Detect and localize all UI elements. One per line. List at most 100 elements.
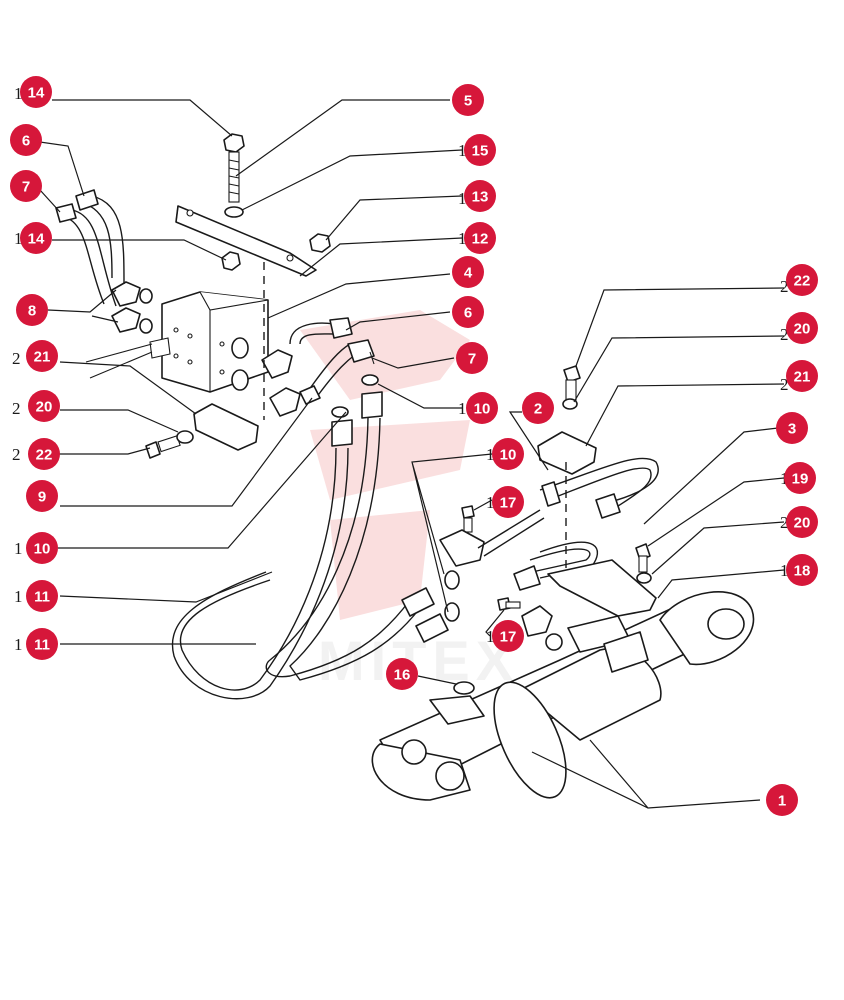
callout-badge-14: 14 <box>20 222 52 254</box>
callout-label: 7 <box>22 179 30 196</box>
callout-badge-17: 17 <box>492 620 524 652</box>
svg-text:1: 1 <box>486 445 495 464</box>
callout-label: 15 <box>472 143 489 160</box>
callout-label: 2 <box>534 401 542 418</box>
callout-badge-21: 21 <box>786 360 818 392</box>
top-nut <box>223 133 245 203</box>
callout-badge-circle <box>26 532 58 564</box>
callout-label: 22 <box>794 273 811 290</box>
callout-badge-21: 21 <box>26 340 58 372</box>
callout-label: 4 <box>464 265 473 282</box>
svg-text:1: 1 <box>486 627 495 646</box>
callout-badge-7: 7 <box>456 342 488 374</box>
callout-badge-circle <box>26 480 58 512</box>
callout-badge-1: 1 <box>766 784 798 816</box>
callout-label: 17 <box>500 629 517 646</box>
flange-8 <box>111 281 153 334</box>
callout-badge-circle <box>452 84 484 116</box>
callout-badge-circle <box>786 506 818 538</box>
callout-badge-5: 5 <box>452 84 484 116</box>
svg-text:2: 2 <box>12 445 21 464</box>
svg-text:2: 2 <box>780 325 789 344</box>
callout-badge-18: 18 <box>786 554 818 586</box>
callout-badge-circle <box>464 222 496 254</box>
callout-badge-circle <box>776 412 808 444</box>
callout-badge-16: 16 <box>386 658 418 690</box>
callout-badge-circle <box>492 620 524 652</box>
callout-badge-22: 22 <box>786 264 818 296</box>
callout-badge-15: 15 <box>464 134 496 166</box>
callout-label: 11 <box>34 589 50 606</box>
callout-badge-4: 4 <box>452 256 484 288</box>
callout-label: 9 <box>38 489 46 506</box>
callout-badge-11: 11 <box>26 580 58 612</box>
svg-text:1: 1 <box>14 229 23 248</box>
valve-block <box>149 291 269 393</box>
callout-badge-circle <box>464 180 496 212</box>
flange-lower <box>521 605 563 651</box>
callout-badge-20: 20 <box>28 390 60 422</box>
callout-label: 10 <box>474 401 491 418</box>
svg-text:1: 1 <box>458 141 467 160</box>
pipes-center <box>289 317 375 399</box>
callout-label: 14 <box>28 231 45 248</box>
bolt-9 <box>299 385 321 405</box>
callout-label: 8 <box>28 303 36 320</box>
callout-badge-circle <box>492 486 524 518</box>
valve-fittings <box>231 337 301 417</box>
callout-label: 10 <box>500 447 517 464</box>
callout-badge-20: 20 <box>786 506 818 538</box>
callout-badge-circle <box>20 222 52 254</box>
callout-label: 20 <box>794 515 811 532</box>
callout-badge-10: 10 <box>26 532 58 564</box>
callout-badge-circle <box>26 580 58 612</box>
callout-badge-circle <box>452 296 484 328</box>
callout-badge-circle <box>20 76 52 108</box>
callout-badge-circle <box>386 658 418 690</box>
callout-label: 7 <box>468 351 476 368</box>
callout-badge-13: 13 <box>464 180 496 212</box>
svg-text:1: 1 <box>780 561 789 580</box>
callout-badge-circle <box>492 438 524 470</box>
hydraulic-cylinder <box>371 591 755 801</box>
callout-label: 5 <box>464 93 472 110</box>
callout-badge-6: 6 <box>10 124 42 156</box>
callout-badge-circle <box>26 340 58 372</box>
callout-label: 21 <box>34 349 51 366</box>
callout-label: 3 <box>788 421 796 438</box>
callout-badge-8: 8 <box>16 294 48 326</box>
callout-badge-19: 19 <box>784 462 816 494</box>
svg-text:1: 1 <box>14 539 23 558</box>
callout-badge-12: 12 <box>464 222 496 254</box>
callout-label: 16 <box>394 667 411 684</box>
svg-text:1: 1 <box>14 587 23 606</box>
svg-text:2: 2 <box>780 375 789 394</box>
callout-label: 21 <box>794 369 811 386</box>
callout-badge-circle <box>786 360 818 392</box>
callout-label: 17 <box>500 495 517 512</box>
svg-text:1: 1 <box>458 399 467 418</box>
callout-badge-circle <box>786 554 818 586</box>
callout-badge-6: 6 <box>452 296 484 328</box>
bolt-19 <box>635 543 652 584</box>
hose-11 <box>171 391 449 700</box>
callout-label: 14 <box>28 85 45 102</box>
callout-badge-circle <box>522 392 554 424</box>
svg-text:2: 2 <box>12 349 21 368</box>
callout-label: 6 <box>22 133 30 150</box>
pipes-left <box>55 189 125 307</box>
clamp-21-right <box>537 431 597 475</box>
clamp-21-left <box>193 403 259 451</box>
callout-badge-2: 2 <box>522 392 554 424</box>
bracket-3 <box>547 559 657 617</box>
callout-badge-11: 11 <box>26 628 58 660</box>
callout-badge-circle <box>452 256 484 288</box>
callout-badge-circle <box>10 170 42 202</box>
callout-label: 12 <box>472 231 489 248</box>
callout-badge-14: 14 <box>20 76 52 108</box>
callout-badge-circle <box>16 294 48 326</box>
callout-badge-10: 10 <box>466 392 498 424</box>
callout-label: 10 <box>34 541 51 558</box>
